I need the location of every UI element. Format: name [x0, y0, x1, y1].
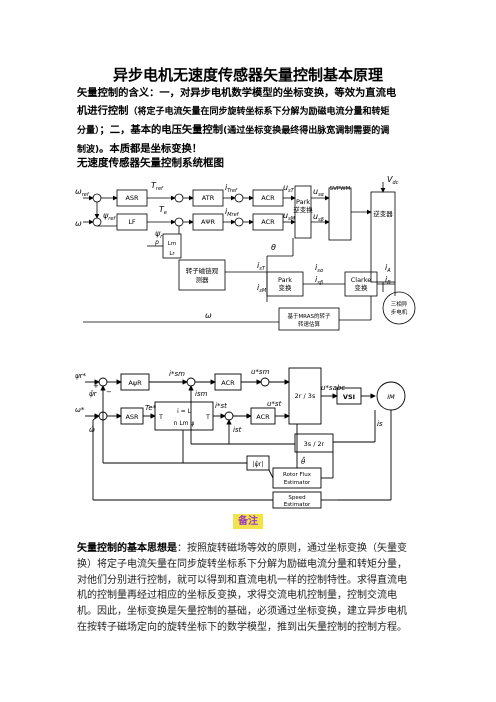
block-speed-est-1: 基于MRAS的转子	[287, 312, 331, 320]
d2-block-eq-left: T	[158, 414, 163, 421]
control-block-diagram-2: AψR ASR ACR ACR 2r / 3s VSI IM 3s / 2r |…	[75, 367, 406, 509]
intro-label: 矢量控制的含义：	[77, 87, 160, 99]
d2-sig-ist: ist	[233, 426, 242, 434]
block-acr-bottom: ACR	[261, 218, 275, 226]
block-acr-top: ACR	[261, 194, 275, 202]
d2-sig-w-ref: ω*	[75, 406, 85, 414]
block-lf: LF	[128, 218, 136, 226]
d2-sig-plus: +	[93, 382, 99, 390]
principle-text: ：按照旋转磁场等效的原则，通过坐标变换（矢量变换）将定子电流矢量在同步旋转坐标系…	[77, 543, 407, 633]
block-motor-1: 三相异	[391, 300, 408, 308]
block-park-inv-1: Park	[296, 198, 310, 206]
block-park-1: Park	[278, 276, 292, 284]
page-title: 异步电机无速度传感器矢量控制基本原理	[112, 66, 383, 84]
section-title: 无速度传感器矢量控制系统框图	[77, 157, 224, 169]
d2-block-motor: IM	[387, 393, 395, 401]
d2-block-acr-2: ACR	[256, 413, 270, 421]
sig-im-ref: iMref	[225, 207, 240, 218]
d2-block-apsir: AψR	[128, 379, 142, 387]
d2-sig-is: is	[377, 420, 383, 428]
d2-block-vsi: VSI	[343, 393, 355, 401]
block-atr: ATR	[202, 194, 215, 202]
d2-sig-ism: ism	[195, 390, 208, 398]
sig-w-bottom: ω	[205, 311, 212, 320]
block-park-2: 变换	[279, 283, 293, 292]
d2-block-eq-right: T	[205, 414, 210, 421]
d2-sig-ism-ref: i*sm	[169, 370, 185, 378]
block-flux-obs-2: 测器	[196, 276, 210, 284]
sig-psi-r: ψr	[155, 229, 163, 240]
sig-ibeta: isβ	[315, 275, 324, 286]
block-clarke-2: 变换	[355, 283, 369, 292]
sig-te: Te	[159, 205, 167, 216]
d2-sig-psi-hat: ψ̂r	[89, 390, 98, 398]
sig-w-ref: ωref	[75, 187, 90, 198]
sig-ib: iB	[385, 275, 391, 286]
d2-sig-psi-ref: ψr*	[75, 372, 86, 380]
d2-block-asr: ASR	[125, 413, 139, 421]
control-block-diagram-1: ASR ATR ACR Park 逆变换 SVPWM 逆变器 LF AΨR AC…	[75, 175, 416, 331]
sig-ia: iA	[385, 263, 391, 274]
intro-part4: (通过坐标变换最终得出脉宽调制需要的调制波)	[77, 126, 390, 155]
intro-part1: 一，对异步电机数学模型的坐标变换，等效为直流电机进行控制	[77, 87, 397, 117]
principle-label: 矢量控制的基本思想是	[77, 543, 177, 554]
d2-block-eq-bottom: n Lm ψ	[174, 420, 195, 427]
block-clarke-1: Clarke	[351, 276, 372, 284]
d2-sig-usm-ref: u*sm	[251, 368, 270, 376]
d2-sig-w-hat: ω̂	[89, 426, 95, 434]
sig-ualpha: usα	[313, 187, 325, 198]
d2-block-flux-est-1: Rotor Flux	[283, 472, 312, 478]
d2-sig-ust-ref: u*st	[267, 400, 282, 408]
block-park-inv-2: 逆变换	[293, 205, 313, 214]
intro-part5: 。本质都是坐标变换！	[99, 143, 203, 155]
block-motor-2: 步电机	[391, 308, 408, 316]
block-ratio-num: Lm	[168, 241, 176, 247]
d2-block-eq-top: i = L	[177, 408, 192, 415]
d2-block-flux-est-2: Estimator	[284, 480, 311, 486]
d2-block-2r3s: 2r / 3s	[295, 392, 316, 400]
block-speed-est-2: 转速估算	[298, 320, 321, 328]
d2-sig-usabc: u*sabc	[321, 384, 345, 392]
d2-sig-minus: −	[106, 388, 112, 396]
intro-part3: ；二，基本的电压矢量控制	[99, 124, 224, 136]
block-flux-obs-1: 转子磁链观	[186, 266, 219, 275]
d2-block-psi-abs: |ψ̂r|	[253, 461, 263, 468]
sig-ubeta: usβ	[313, 212, 325, 223]
sig-it: isT	[257, 261, 266, 272]
sig-w: ω	[75, 219, 82, 228]
principle-paragraph: 矢量控制的基本思想是：按照旋转磁场等效的原则，通过坐标变换（矢量变换）将定子电流…	[77, 541, 411, 636]
d2-block-speed-est-2: Estimator	[284, 502, 311, 508]
block-asr: ASR	[125, 194, 139, 202]
d2-sig-te-ref: Te*	[145, 404, 157, 412]
d2-block-3s2r: 3s / 2r	[304, 440, 325, 448]
sig-it-ref: iTref	[225, 183, 238, 194]
d2-block-acr-1: ACR	[221, 379, 235, 387]
intro-part2: （将定子电流矢量在同步旋转坐标系下分解为励磁电流分量和转矩分量）	[77, 107, 390, 136]
intro-paragraph: 矢量控制的含义：一，对异步电机数学模型的坐标变换，等效为直流电机进行控制（将定子…	[77, 84, 397, 159]
d2-block-speed-est-1: Speed	[288, 495, 305, 501]
block-pole: p	[154, 239, 159, 246]
sig-ut: usT	[283, 183, 295, 194]
sig-ialpha: isα	[315, 263, 324, 274]
sig-t-ref: Tref	[151, 181, 164, 192]
sig-im: isM	[257, 283, 267, 294]
note-badge: 备注	[233, 514, 263, 529]
sig-theta: θ	[271, 243, 276, 252]
block-inverter: 逆变器	[373, 209, 393, 218]
block-svpwm: SVPWM	[330, 186, 351, 192]
d2-sig-ist-ref: i*st	[215, 402, 227, 410]
block-ratio-den: Lr	[169, 251, 175, 257]
block-apsir: AΨR	[201, 218, 216, 226]
sig-psi-ref: ψref	[103, 211, 116, 222]
sig-um: usM	[283, 211, 296, 222]
sig-vdc: Vdc	[387, 175, 399, 186]
d2-sig-theta: θ̂	[301, 457, 306, 466]
